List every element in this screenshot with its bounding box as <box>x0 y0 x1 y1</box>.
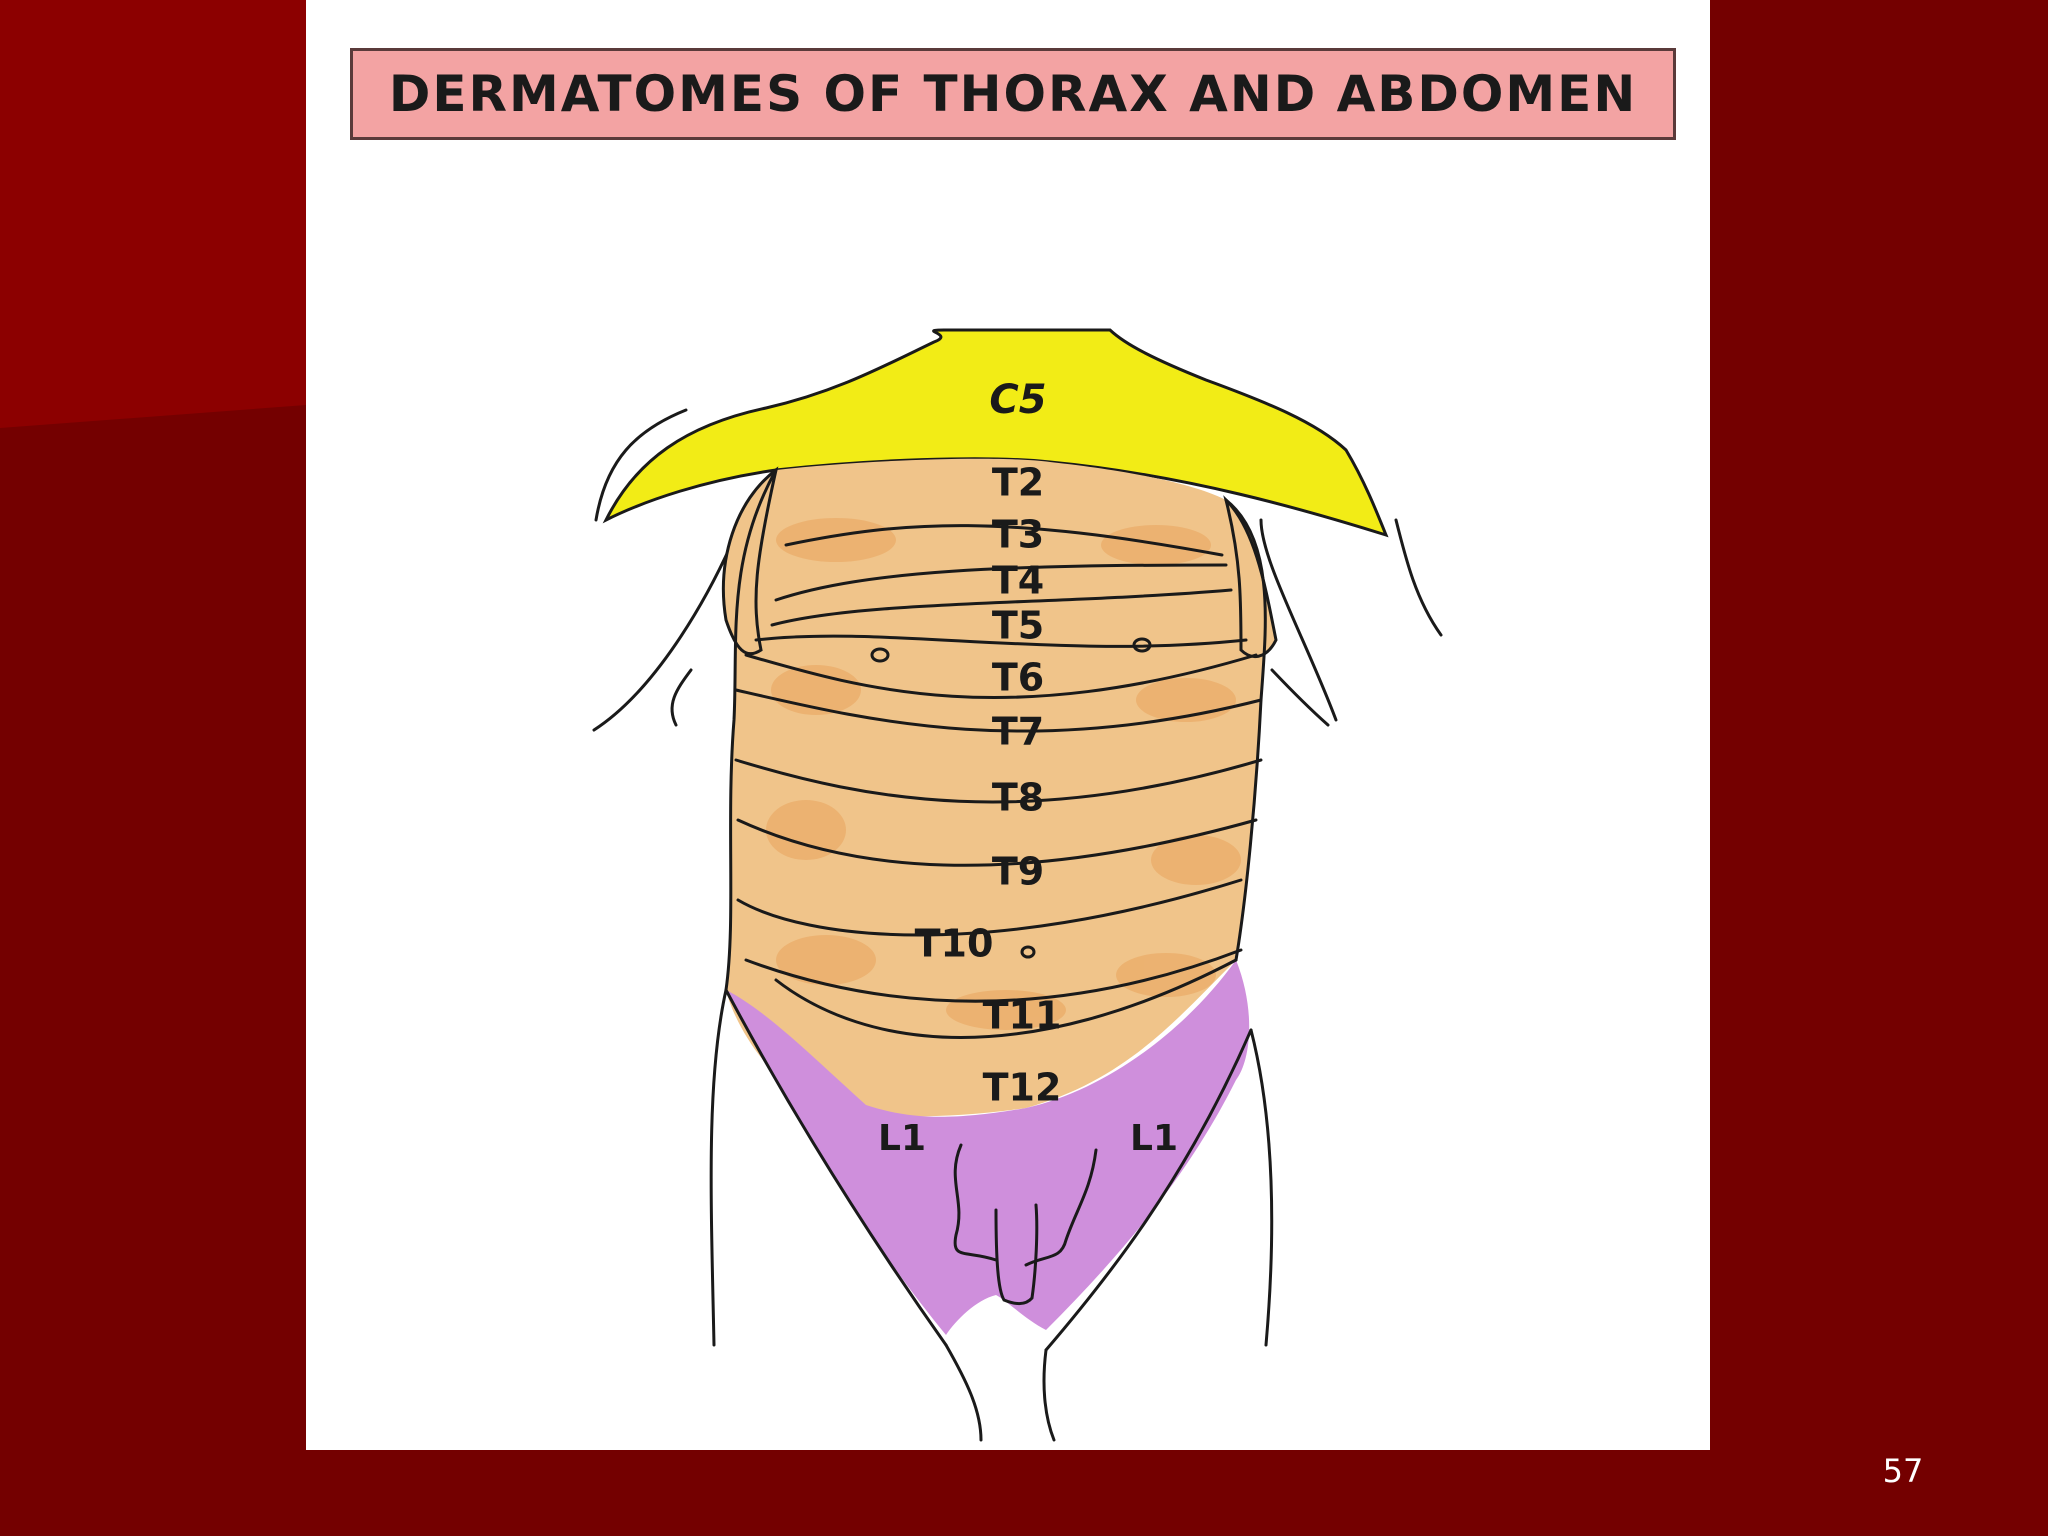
arm-outlines <box>592 408 1443 732</box>
figure-title: DERMATOMES OF THORAX AND ABDOMEN <box>350 48 1676 140</box>
segment-labels: C5 T2 T3 T4 T5 T6 T7 T8 T9 T10 T11 T12 L… <box>878 377 1178 1159</box>
right-shoulder-cap <box>1223 495 1278 659</box>
label-t11: T11 <box>983 994 1062 1038</box>
label-t8: T8 <box>992 776 1044 820</box>
label-t10: T10 <box>915 922 994 966</box>
dermatome-diagram: C5 T2 T3 T4 T5 T6 T7 T8 T9 T10 T11 T12 L… <box>592 328 1443 1442</box>
label-l1-left: L1 <box>878 1118 926 1159</box>
label-t7: T7 <box>992 710 1044 754</box>
label-t6: T6 <box>992 656 1044 700</box>
right-nipple <box>1132 637 1152 653</box>
label-t12: T12 <box>983 1066 1062 1110</box>
dermatome-boundaries <box>734 524 1263 1039</box>
label-t3: T3 <box>992 513 1044 557</box>
slide-number: 57 <box>1882 1452 1924 1490</box>
label-t5: T5 <box>992 604 1044 648</box>
left-nipple <box>870 647 890 663</box>
label-t9: T9 <box>992 850 1044 894</box>
label-l1-right: L1 <box>1130 1118 1178 1159</box>
c5-region <box>602 328 1389 538</box>
body-landmarks <box>870 637 1152 959</box>
trunk-outline <box>709 468 1274 1442</box>
label-t4: T4 <box>992 559 1044 603</box>
l1-region <box>726 960 1250 1335</box>
label-t2: T2 <box>992 461 1044 505</box>
label-c5: C5 <box>989 377 1046 423</box>
umbilicus <box>1020 945 1036 959</box>
